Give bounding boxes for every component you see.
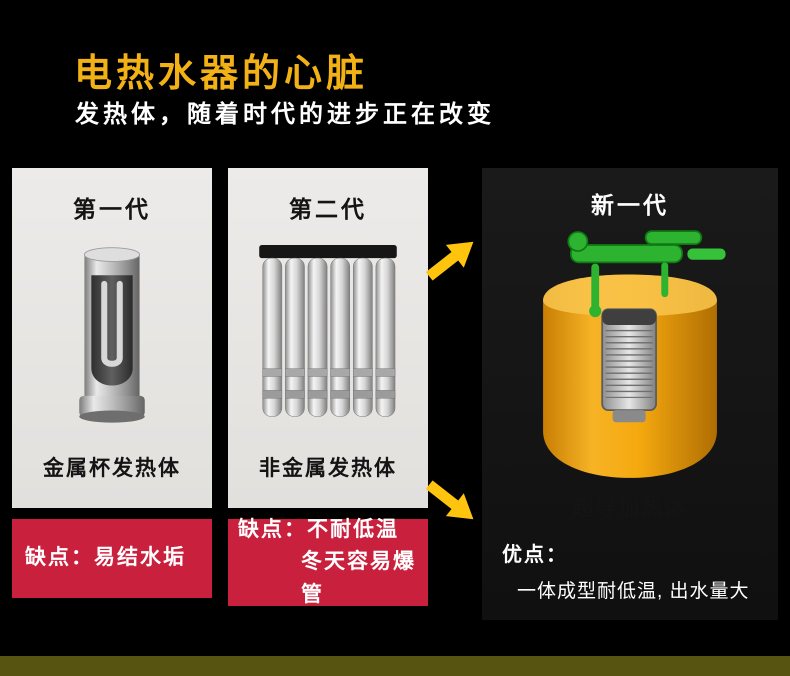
metal-heater-icon [79,247,145,423]
panel-new-generation: 新一代 [482,168,778,620]
water-heater-illustration [517,216,743,492]
new-generation-product-name: 超导加热体 [572,497,688,520]
arrow-up-right-icon [425,241,474,281]
con-text-line: 缺点：不耐低温 [238,517,399,541]
green-control-assembly [567,229,726,263]
arrow-down-right-icon [425,480,474,520]
generation-2-product-name: 非金属发热体 [259,457,397,480]
generation-2-label: 第二代 [289,196,367,222]
generation-1-product-name: 金属杯发热体 [43,457,181,480]
metal-heating-element-illustration [56,220,168,452]
panel-generation-1: 第一代 [12,168,212,508]
water-heater-icon [543,229,726,478]
con-text-line: 冬天容易爆管 [301,550,416,606]
pros-label: 优点： [502,544,568,566]
page-title: 电热水器的心脏 [74,53,369,95]
new-generation-label: 新一代 [591,192,669,218]
tube-heating-element-illustration [254,220,402,452]
generation-2-con-banner: 缺点：不耐低温 冬天容易爆管 [228,518,428,606]
pros-block: 优点： 一体成型耐低温, 出水量大 [482,522,778,603]
page-subtitle: 发热体，随着时代的进步正在改变 [75,101,495,128]
pros-text: 一体成型耐低温, 出水量大 [517,581,750,602]
bottom-accent-strip [0,656,790,676]
generation-1-con-banner: 缺点：易结水垢 [12,519,212,598]
panel-generation-2: 第二代 [228,168,428,508]
con-text-line: 缺点：易结水垢 [25,546,186,570]
generation-1-label: 第一代 [73,196,151,222]
tube-heater-icon [259,245,397,417]
